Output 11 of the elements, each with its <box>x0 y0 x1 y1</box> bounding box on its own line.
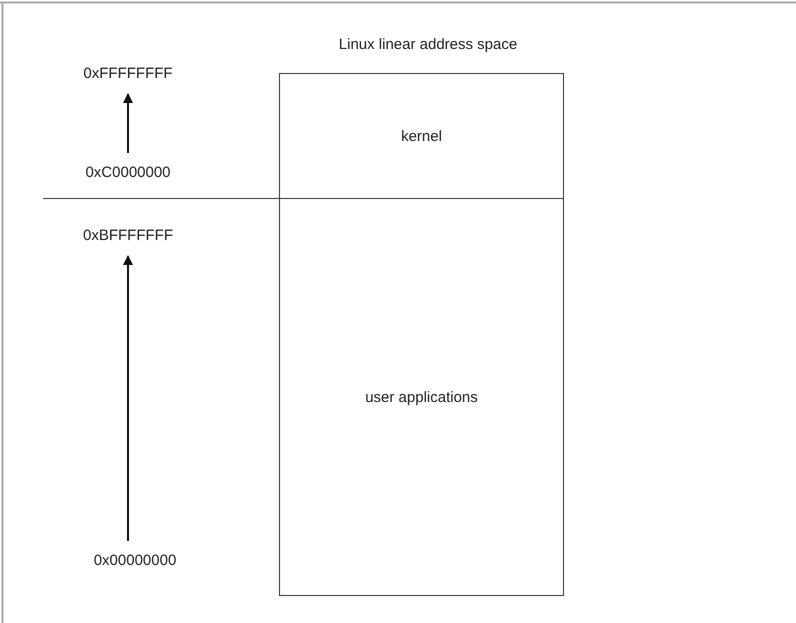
address-label: 0xC0000000 <box>78 161 178 183</box>
region-label: user applications <box>365 388 478 406</box>
address-label: 0x00000000 <box>85 549 185 571</box>
kernel-region <box>279 73 564 199</box>
user-space-region <box>279 198 564 596</box>
address-label: 0xFFFFFFFF <box>78 62 178 84</box>
address-label: 0xBFFFFFFF <box>78 224 178 246</box>
region-label: kernel <box>401 128 442 144</box>
arrow <box>123 93 133 153</box>
arrow <box>123 255 133 541</box>
diagram-title: Linux linear address space <box>338 36 518 53</box>
